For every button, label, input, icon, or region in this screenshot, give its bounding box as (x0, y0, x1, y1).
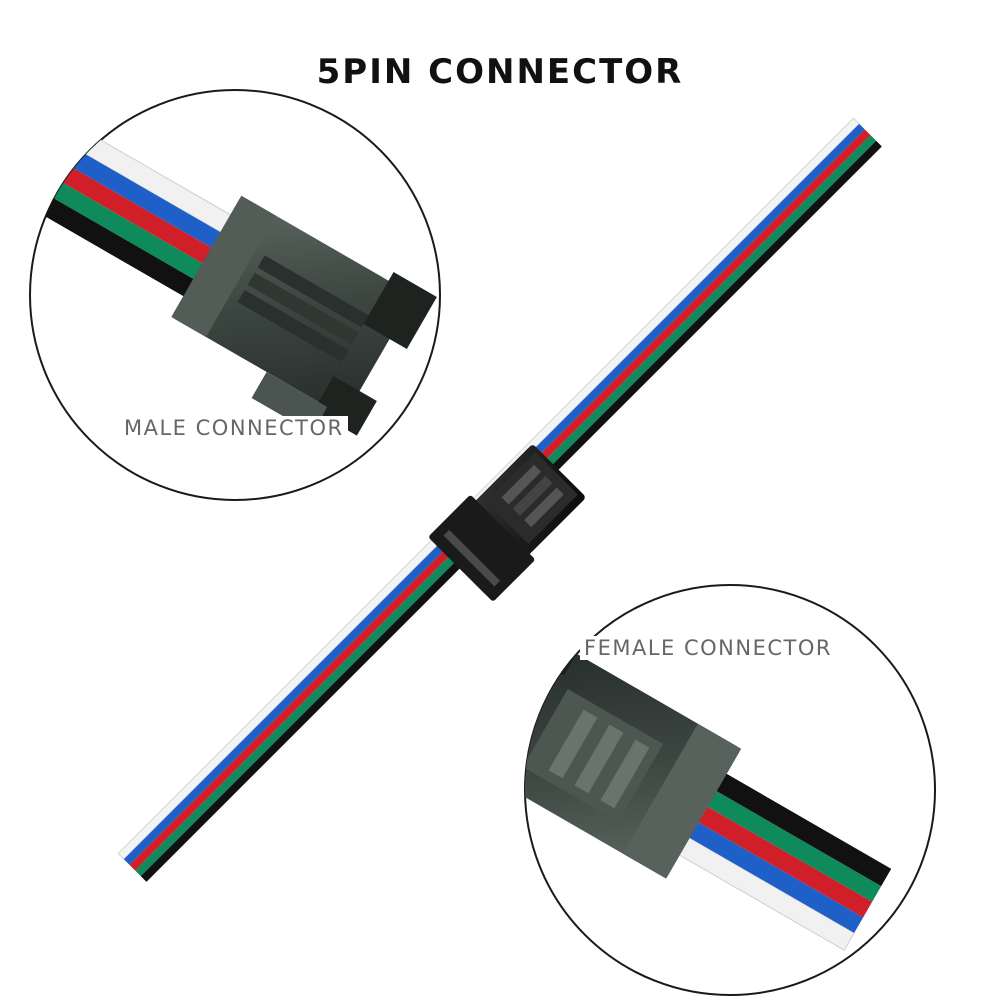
mated-connector (429, 445, 585, 601)
female-connector-closeup (524, 584, 936, 996)
page-title: 5PIN CONNECTOR (316, 52, 684, 92)
male-connector-closeup (29, 89, 441, 501)
female-connector-label: FEMALE CONNECTOR (580, 636, 836, 660)
male-connector-label: MALE CONNECTOR (120, 416, 348, 440)
